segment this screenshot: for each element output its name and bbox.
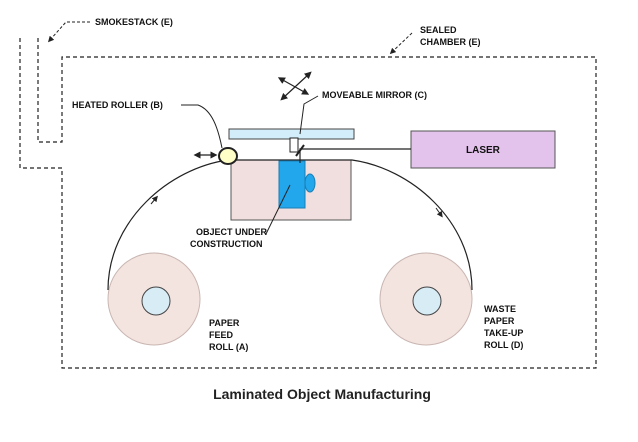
paper-flow-arrow-left [150,195,158,205]
paper-flow-arrow-right [435,207,443,218]
feed-roll-label-3: ROLL (A) [209,342,248,352]
chamber-outline [19,38,597,369]
waste-takeup-roll-core [412,286,442,316]
waste-roll-label-4: ROLL (D) [484,340,523,350]
waste-roll-label-3: TAKE-UP [484,328,523,338]
paper-feed-roll-core [141,286,171,316]
heated-roller-label: HEATED ROLLER (B) [72,100,163,110]
sealed-chamber-label-1: SEALED [420,25,457,35]
chamber-leader [389,32,413,55]
mirror-leader [299,95,319,135]
object-label-2: CONSTRUCTION [190,239,263,249]
smokestack-leader [48,21,90,43]
object-under-construction [278,160,306,209]
diagram-caption: Laminated Object Manufacturing [213,386,431,402]
object-leader [265,184,291,235]
mirror-motion-arrow-a [280,71,312,101]
laser-beam [299,148,411,163]
laser-box [410,130,556,169]
mirror-motion-arrow-b [277,77,310,95]
paper-path [107,159,473,291]
heated-roller [218,147,238,165]
waste-roll-label-2: PAPER [484,316,515,326]
laser-label: LASER [466,145,501,156]
moveable-mirror-label: MOVEABLE MIRROR (C) [322,90,427,100]
moveable-mirror [289,137,299,153]
object-bump [304,173,316,193]
object-label-1: OBJECT UNDER [196,227,268,237]
smokestack-label: SMOKESTACK (E) [95,17,173,27]
sealed-chamber-label-2: CHAMBER (E) [420,37,481,47]
feed-roll-label-1: PAPER [209,318,240,328]
heated-roller-leader [181,104,223,149]
waste-roll-label-1: WASTE [484,304,516,314]
feed-roll-label-2: FEED [209,330,234,340]
